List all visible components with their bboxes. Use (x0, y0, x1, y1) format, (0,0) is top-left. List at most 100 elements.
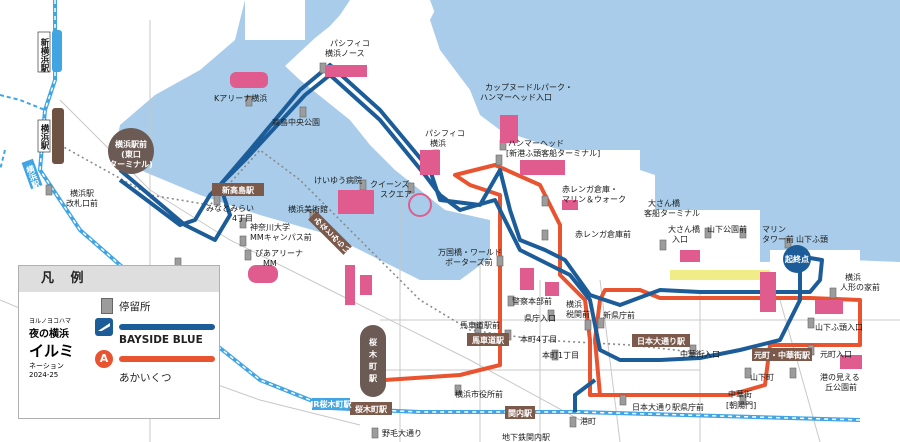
legend-stop-label: 停留所 (119, 301, 151, 313)
stop-kanagawa-univ-2: MMキャンパス前 (250, 232, 312, 242)
yokohama-terminal: 横浜駅前 (東口 ターミナル) (108, 128, 154, 174)
stop-kanagawa-univ-1: 神奈川大学 (250, 222, 290, 232)
stop-prefecture: 県庁入口 (524, 313, 556, 323)
stop-pacifico-north-1: パシフィコ (330, 39, 370, 48)
stop-doll-museum-2: 人形の家前 (840, 282, 880, 292)
stop-cupnoodles-1: カップヌードルパーク・ (485, 83, 573, 92)
bayside-blue-icon (95, 318, 113, 336)
illumination-logo: ヨルノヨコハマ 夜の横浜 イルミ ネーション 2024-25 (29, 316, 89, 414)
kishiten-text: 起終点 (784, 254, 809, 264)
station-nihon-odori: 日本大通り駅 (637, 336, 686, 346)
stop-bashamichi-front: 馬車道駅前 (460, 320, 500, 330)
stop-redbrick-front: 赤レンガ倉庫前 (575, 229, 631, 239)
stop-takashima-park: 高島中央公園 (272, 117, 320, 127)
stop-yamashita-park: 山下公園前 (707, 224, 747, 234)
stop-police-hq: 警察本部前 (512, 296, 552, 306)
legend-stop-icon (101, 298, 113, 314)
stop-noge: 野毛大通り (382, 428, 422, 438)
stop-pacifico-2: 横浜 (430, 138, 446, 148)
illumination-period: 2024-25 (29, 371, 59, 379)
stop-nihon-odori-front: 日本大通り駅県庁前 (632, 402, 704, 412)
station-bashamichi: 馬車道駅 (472, 335, 505, 345)
stop-doll-museum-1: 横浜 (845, 272, 861, 282)
stop-yamashitacho: 山下町 (750, 372, 774, 382)
stop-marine-tower-2: タワー前 (762, 234, 794, 244)
stop-customs-1: 横浜 (566, 299, 582, 309)
stop-yamashita-pier-entrance: 山下ふ頭入口 (815, 322, 863, 332)
sea-upper (430, 0, 900, 215)
station-kannai: 関内駅 (508, 408, 533, 418)
stop-pia-arena-1: ぴあアリーナ (255, 249, 303, 258)
illumination-tag: ヨルノヨコハマ (29, 318, 72, 325)
stop-city-hall: 横浜市役所前 (455, 389, 503, 399)
station-yokohama: 横浜駅 (39, 123, 50, 150)
stop-hammerhead-1: ハンマーヘッド (508, 139, 564, 148)
stop-osanbashi-1: 大さん橋 (648, 198, 680, 208)
stop-honcho1: 本町1丁目 (542, 350, 579, 360)
illumination-line2: イルミ (29, 342, 75, 360)
stop-old-pref: 新県庁前 (603, 310, 635, 320)
stop-chinatown-entrance: 中華街入口 (680, 349, 720, 359)
stop-redbrick-2: マリン＆ウォーク (562, 195, 626, 204)
stop-customs-2: 税関前 (566, 309, 590, 319)
sakuragicho-terminal-c2: 木 (368, 349, 378, 359)
stop-art-museum: 横浜美術館 (288, 204, 328, 214)
stop-yamashita-pier: 山下ふ頭 (796, 234, 828, 244)
stop-higashi-guchi-1: 横浜駅 (70, 188, 94, 198)
stop-redbrick-1: 赤レンガ倉庫・ (562, 184, 618, 194)
stop-higashi-guchi-2: 改札口前 (66, 198, 98, 208)
stop-labels: 横浜駅 改札口前 パシフィコ 横浜ノース Kアリーナ横浜 高島中央公園 カップヌ… (66, 39, 880, 442)
terminal-text-1: 横浜駅前 (115, 139, 147, 149)
stop-chinatown-gate-1: 中華街 (728, 389, 752, 399)
kishiten-marker: 起終点 (783, 245, 811, 273)
stop-hammerhead-2: [新港ふ頭客船ターミナル] (506, 148, 600, 158)
sakuragicho-terminal-c3: 町 (369, 362, 377, 371)
legend-bayside-label: BAYSIDE BLUE (119, 334, 203, 346)
legend: 凡 例 ヨルノヨコハマ 夜の横浜 イルミ ネーション 2024-25 停留所 B… (18, 265, 220, 419)
stop-k-arena: Kアリーナ横浜 (214, 93, 267, 103)
stop-cupnoodles-2: ハンマーヘッド入口 (480, 93, 552, 102)
land-north (245, 0, 305, 40)
stop-honcho4: 本町4丁目 (520, 334, 557, 344)
akai-kutsu-icon: A (95, 350, 113, 368)
akai-kutsu-swatch (119, 356, 215, 362)
shin-yokohama-bar (52, 30, 62, 72)
station-shin-yokohama: 新横浜駅 (39, 37, 50, 73)
stop-world-porters-2: ポーターズ前 (445, 257, 493, 267)
stop-pacifico-north-2: 横浜ノース (325, 48, 365, 58)
illumination-line3: ネーション (29, 362, 64, 370)
minatomirai-line (59, 144, 721, 356)
station-motomachi-chukagai: 元町・中華街駅 (754, 350, 811, 360)
stop-kannai-underground: 地下鉄関内駅 (502, 432, 550, 442)
stop-marine-tower-1: マリン (762, 225, 786, 234)
stop-minatomirai4-1: みなとみらい (206, 204, 254, 213)
sakuragicho-terminal-c1: 桜 (369, 337, 377, 347)
stop-osanbashi-2: 客船ターミナル (644, 208, 700, 218)
stop-motomachi-entrance: 元町入口 (820, 350, 852, 359)
stop-minatocho: 港町 (580, 416, 596, 426)
station-shin-takashima: 新高島駅 (222, 185, 255, 195)
station-jr-sakuragicho: JR桜木町駅 (309, 399, 352, 409)
stop-pacifico-1: パシフィコ (425, 129, 465, 138)
terminal-text-2: (東口 (121, 149, 141, 159)
marine-tower (760, 272, 776, 312)
stop-pia-arena-2: MM (263, 259, 277, 268)
stop-chinatown-gate-2: [朝陽門] (726, 401, 756, 410)
stop-osanbashi-entrance-2: 入口 (672, 235, 688, 244)
station-labels: 新横浜駅 横浜駅 横浜駅 新高島駅 みなとみらい駅 馬車道駅 日本大通り駅 元町… (21, 31, 812, 419)
stop-queens-1: クイーンズ (370, 179, 409, 189)
yokohama-station-bar (52, 108, 64, 164)
terminal-text-3: ターミナル) (109, 159, 153, 169)
stop-hill-park-1: 港の見える (820, 372, 860, 382)
legend-title: 凡 例 (19, 266, 219, 292)
station-sakuragicho: 桜木町駅 (355, 404, 388, 414)
yamashita-park (670, 270, 780, 280)
stop-world-porters-1: 万国橋・ワールド (438, 247, 502, 257)
akai-kutsu-route (384, 163, 862, 397)
stop-keiyu: けいゆう病院 (314, 175, 362, 185)
bayside-blue-swatch (119, 324, 215, 330)
stop-osanbashi-entrance-1: 大さん橋 (668, 224, 700, 234)
